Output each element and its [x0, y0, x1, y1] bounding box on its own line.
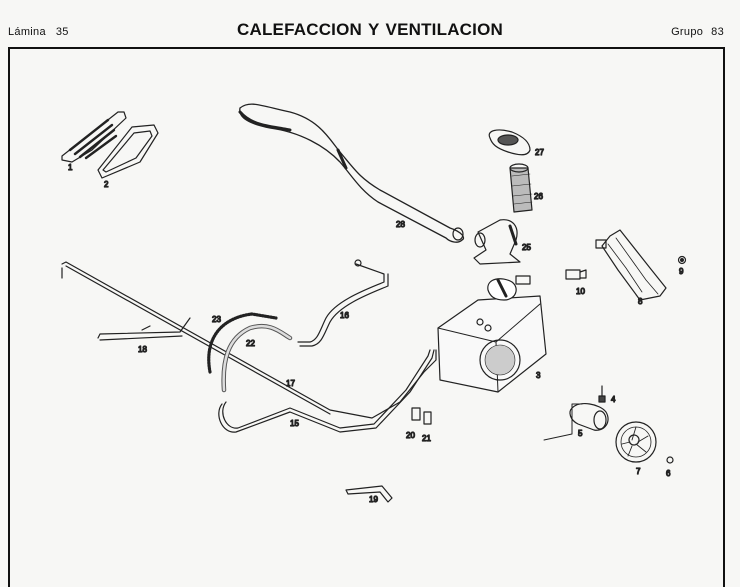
title-word: CALEFACCION — [237, 20, 362, 39]
spring-hose-drawing — [207, 312, 278, 374]
vent-grille-drawing — [61, 111, 127, 163]
page-title: CALEFACCION Y VENTILACION — [0, 20, 740, 40]
fitting-drawing — [677, 255, 687, 265]
bracket-19-drawing — [345, 485, 393, 503]
nut-drawing — [666, 456, 674, 464]
callout-label: 15 — [290, 419, 299, 428]
callout-label: 27 — [535, 148, 544, 157]
callout-label: 4 — [611, 395, 616, 404]
callout-label: 16 — [340, 311, 349, 320]
hose-drawing — [221, 323, 293, 393]
callout-label: 17 — [286, 379, 295, 388]
sheet-reference: Lámina 35 — [8, 26, 69, 38]
callout-label: 7 — [636, 467, 641, 476]
callout-label: 21 — [422, 434, 431, 443]
callout-label: 5 — [578, 429, 583, 438]
title-word: VENTILACION — [385, 20, 503, 39]
fan-wheel-drawing — [615, 421, 657, 463]
callout-label: 28 — [396, 220, 405, 229]
callout-label: 23 — [212, 315, 221, 324]
callout-label: 1 — [68, 163, 73, 172]
control-rod-drawing — [61, 261, 437, 419]
group-label: Grupo — [671, 26, 704, 38]
heater-box-drawing — [437, 275, 547, 393]
grille-gasket-drawing — [97, 124, 159, 179]
heater-core-drawing — [595, 229, 667, 301]
exploded-parts-diagram: 1 2 28 27 26 25 8 — [61, 103, 687, 505]
callout-label: 18 — [138, 345, 147, 354]
callout-label: 9 — [679, 267, 684, 276]
callout-label: 26 — [534, 192, 543, 201]
air-inlet-drawing — [488, 129, 531, 156]
callout-label: 25 — [522, 243, 531, 252]
callout-label: 10 — [576, 287, 585, 296]
callout-label: 2 — [104, 180, 109, 189]
mesh-hose-drawing — [509, 163, 533, 213]
callout-label: 8 — [638, 297, 643, 306]
callout-label: 22 — [246, 339, 255, 348]
valve-drawing — [565, 269, 587, 280]
diagram-frame — [8, 47, 725, 587]
blower-motor-drawing — [543, 403, 609, 441]
air-duct-drawing — [238, 103, 465, 243]
elbow-connector-drawing — [473, 219, 521, 265]
bracket-rod-drawing — [97, 317, 191, 341]
sheet-number: 35 — [55, 26, 69, 38]
clips-drawing — [411, 407, 432, 425]
callout-label: 20 — [406, 431, 415, 440]
title-word: Y — [368, 20, 380, 39]
sheet-label: Lámina — [8, 26, 46, 38]
group-reference: Grupo 83 — [671, 26, 724, 38]
callout-label: 3 — [536, 371, 541, 380]
pipe-15-drawing — [218, 349, 435, 433]
pipe-16-drawing — [297, 259, 389, 347]
group-number: 83 — [711, 26, 724, 38]
callout-label: 19 — [369, 495, 378, 504]
callout-label: 6 — [666, 469, 671, 478]
motor-terminal-drawing — [598, 385, 606, 403]
